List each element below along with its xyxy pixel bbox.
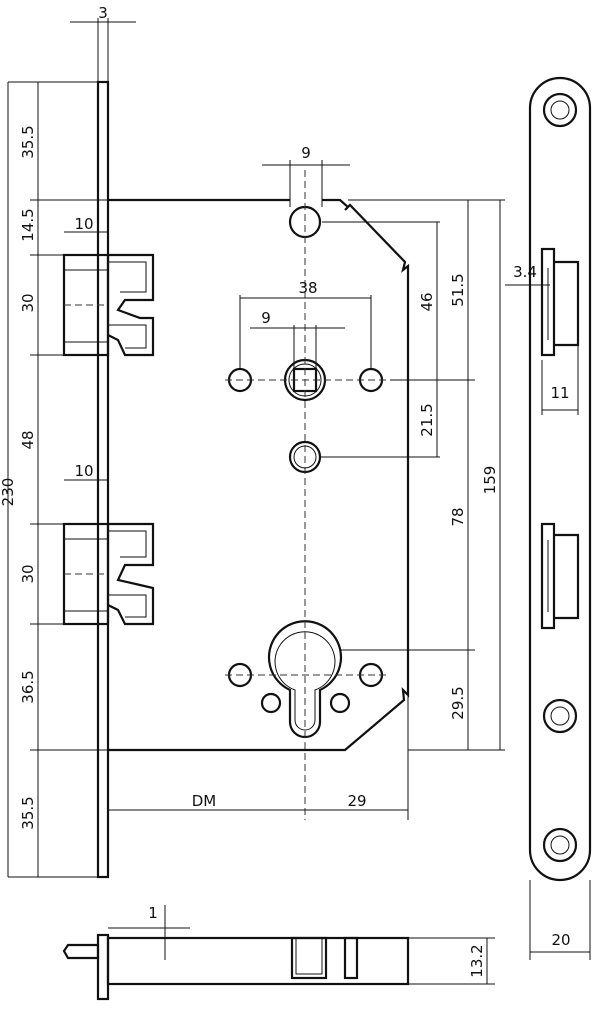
plate-screw-top bbox=[542, 92, 578, 128]
dim-screw-spacing: 38 bbox=[298, 279, 317, 297]
dim-faceplate-thickness: 3 bbox=[98, 4, 108, 22]
dim-latch-projection-bottom: 10 bbox=[74, 462, 93, 480]
dim-follower-square: 9 bbox=[261, 309, 271, 327]
dim-strike-offset: 3.4 bbox=[513, 263, 537, 281]
plate-screw-middle bbox=[542, 698, 578, 734]
side-detail-1 bbox=[290, 936, 328, 980]
cylinder-cutout bbox=[267, 620, 343, 739]
bolt-opening bbox=[540, 522, 556, 630]
dim-bottom-1: 1 bbox=[148, 904, 158, 922]
dim-cyl-to-edge: 29 bbox=[347, 792, 366, 810]
dim-left-latch-height: 30 bbox=[19, 293, 37, 312]
side-latch-tip bbox=[62, 943, 100, 960]
front-plate bbox=[528, 76, 592, 882]
side-faceplate bbox=[96, 933, 110, 1001]
plate-screw-bottom bbox=[542, 827, 578, 863]
dim-left-middle: 48 bbox=[19, 430, 37, 449]
dim-left-latch-offset: 14.5 bbox=[19, 208, 37, 241]
dim-bottom-13-2: 13.2 bbox=[468, 944, 486, 977]
dim-right-51-5: 51.5 bbox=[449, 273, 467, 306]
bolt-mechanism bbox=[107, 522, 155, 626]
dim-latch-projection-top: 10 bbox=[74, 215, 93, 233]
dim-total-height: 230 bbox=[0, 478, 17, 507]
dim-faceplate-width: 20 bbox=[551, 931, 570, 949]
dim-right-29-5: 29.5 bbox=[449, 686, 467, 719]
dim-right-21-5: 21.5 bbox=[418, 403, 436, 436]
dim-backset: DM bbox=[192, 792, 217, 810]
cyl-screw-lower-right bbox=[329, 692, 351, 714]
dim-left-bolt-height: 30 bbox=[19, 564, 37, 583]
dim-left-top: 35.5 bbox=[19, 125, 37, 158]
lock-case-outline bbox=[108, 198, 410, 752]
dim-top-follower: 9 bbox=[301, 144, 311, 162]
dim-left-lower: 36.5 bbox=[19, 670, 37, 703]
dim-right-46: 46 bbox=[418, 292, 436, 311]
dim-right-159: 159 bbox=[481, 466, 499, 495]
top-hole bbox=[288, 205, 322, 239]
latch-mechanism bbox=[107, 253, 155, 357]
dim-right-78: 78 bbox=[449, 507, 467, 526]
side-detail-2 bbox=[343, 936, 359, 980]
latch-opening bbox=[540, 247, 556, 357]
cyl-screw-lower-left bbox=[260, 692, 282, 714]
dim-strike-width: 11 bbox=[550, 384, 569, 402]
side-case bbox=[106, 936, 410, 986]
dim-left-bottom: 35.5 bbox=[19, 796, 37, 829]
